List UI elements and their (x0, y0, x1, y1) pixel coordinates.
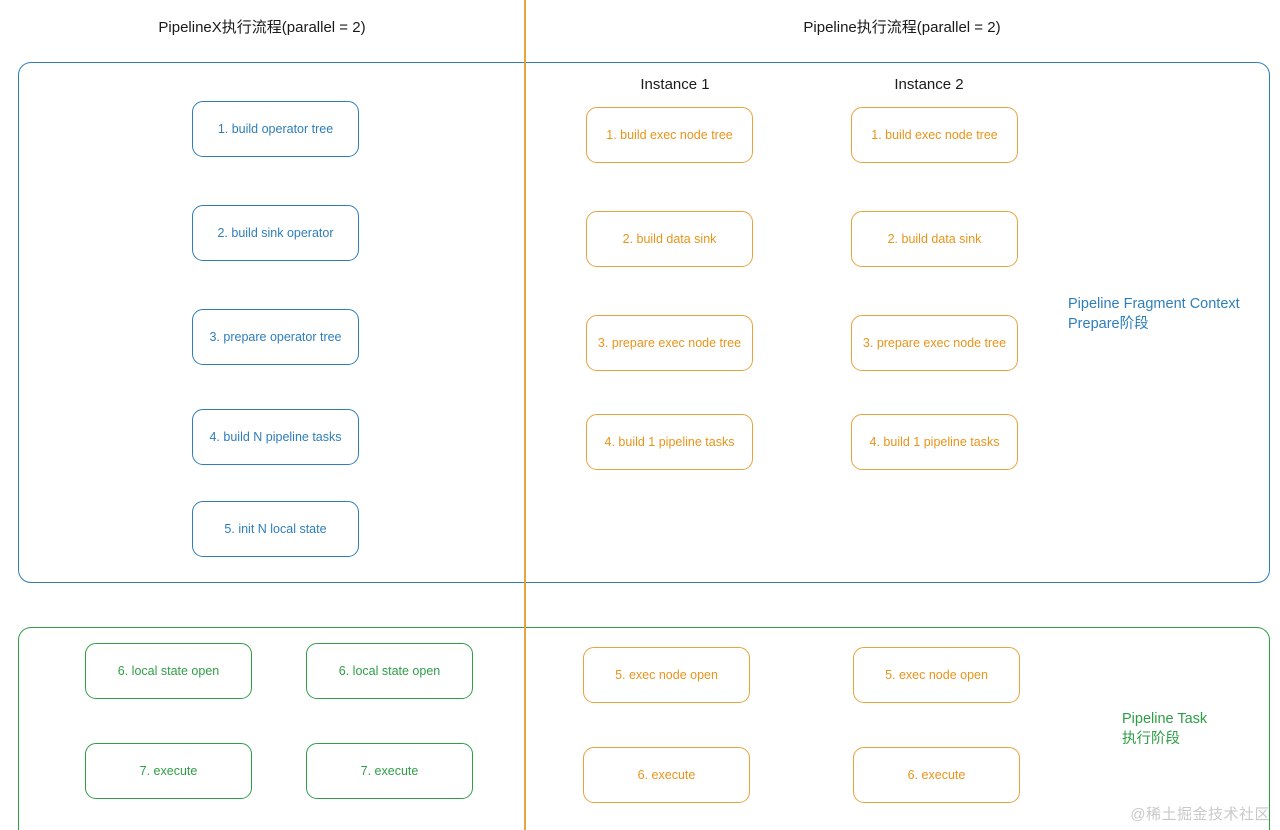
node-instance2-build-exec-node-tree[interactable]: 1. build exec node tree (851, 107, 1018, 163)
node-instance1-build-data-sink[interactable]: 2. build data sink (586, 211, 753, 267)
node-pipelinex-build-sink-operator[interactable]: 2. build sink operator (192, 205, 359, 261)
node-pipelinex-t2-local-state-open[interactable]: 6. local state open (306, 643, 473, 699)
task-phase-container (18, 627, 1270, 830)
node-pipelinex-prepare-operator-tree[interactable]: 3. prepare operator tree (192, 309, 359, 365)
node-pipelinex-build-n-pipeline-tasks[interactable]: 4. build N pipeline tasks (192, 409, 359, 465)
node-instance2-execute[interactable]: 6. execute (853, 747, 1020, 803)
instance-1-label: Instance 1 (640, 76, 710, 93)
node-instance1-exec-node-open[interactable]: 5. exec node open (583, 647, 750, 703)
node-pipelinex-init-n-local-state[interactable]: 5. init N local state (192, 501, 359, 557)
prepare-phase-annotation-line2: Prepare阶段 (1068, 315, 1149, 332)
node-pipelinex-build-operator-tree[interactable]: 1. build operator tree (192, 101, 359, 157)
node-instance1-build-exec-node-tree[interactable]: 1. build exec node tree (586, 107, 753, 163)
node-instance2-exec-node-open[interactable]: 5. exec node open (853, 647, 1020, 703)
flow-divider (524, 0, 526, 830)
node-pipelinex-t1-local-state-open[interactable]: 6. local state open (85, 643, 252, 699)
node-instance2-build-data-sink[interactable]: 2. build data sink (851, 211, 1018, 267)
pipeline-flow-title: Pipeline执行流程(parallel = 2) (803, 19, 1001, 36)
node-instance1-execute[interactable]: 6. execute (583, 747, 750, 803)
task-phase-annotation-line1: Pipeline Task (1122, 711, 1208, 727)
task-phase-annotation: Pipeline Task 执行阶段 (1122, 710, 1207, 749)
instance-2-label: Instance 2 (894, 76, 964, 93)
node-instance1-prepare-exec-node-tree[interactable]: 3. prepare exec node tree (586, 315, 753, 371)
watermark: @稀土掘金技术社区 (1130, 806, 1270, 823)
node-pipelinex-t1-execute[interactable]: 7. execute (85, 743, 252, 799)
prepare-phase-container (18, 62, 1270, 583)
prepare-phase-annotation-line1: Pipeline Fragment Context (1068, 296, 1240, 312)
task-phase-annotation-line2: 执行阶段 (1122, 730, 1180, 747)
node-instance2-prepare-exec-node-tree[interactable]: 3. prepare exec node tree (851, 315, 1018, 371)
node-pipelinex-t2-execute[interactable]: 7. execute (306, 743, 473, 799)
node-instance1-build-1-pipeline-tasks[interactable]: 4. build 1 pipeline tasks (586, 414, 753, 470)
node-instance2-build-1-pipeline-tasks[interactable]: 4. build 1 pipeline tasks (851, 414, 1018, 470)
pipelinex-flow-title: PipelineX执行流程(parallel = 2) (158, 19, 366, 36)
